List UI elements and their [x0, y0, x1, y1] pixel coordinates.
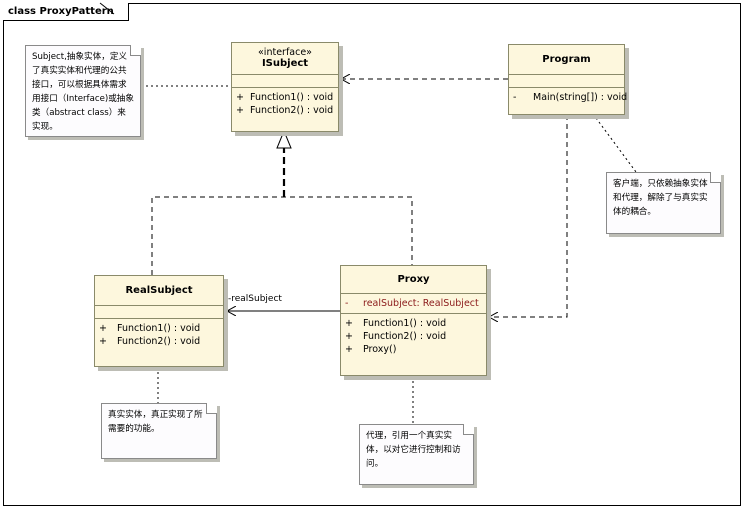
realization-branches — [151, 196, 413, 275]
note-realsubject[interactable]: 真实实体，真正实现了所需要的功能。 — [101, 403, 217, 459]
proxy-name: Proxy — [397, 274, 430, 285]
program-attributes — [509, 75, 624, 88]
program-operations: - Main(string[]) : void — [509, 88, 627, 107]
operation-text: Function2() : void — [117, 336, 201, 347]
operation-row: + Function2() : void — [99, 335, 219, 348]
note-isubject[interactable]: Subject,抽象实体，定义了真实实体和代理的公共接口，可以根据具体需求用接口… — [25, 45, 141, 137]
note-fold-icon — [130, 45, 141, 56]
dependency-program-proxy — [489, 115, 568, 317]
class-proxy[interactable]: Proxy - realSubject: RealSubject + Functio… — [340, 265, 487, 376]
operation-row: + Function2() : void — [345, 330, 482, 343]
realsubject-operations: + Function1() : void + Function2() : void — [95, 319, 223, 351]
operation-row: + Function2() : void — [236, 104, 334, 117]
isubject-stereotype: «interface» — [258, 47, 312, 58]
frame-title: class ProxyPattern — [3, 3, 129, 21]
visibility-marker: - — [513, 92, 517, 103]
visibility-marker: + — [236, 92, 244, 103]
note-isubject-text: Subject,抽象实体，定义了真实实体和代理的公共接口，可以根据具体需求用接口… — [32, 52, 134, 132]
attribute-row: - realSubject: RealSubject — [345, 297, 482, 310]
class-realsubject[interactable]: RealSubject + Function1() : void + Functio… — [94, 275, 224, 367]
visibility-marker: + — [345, 344, 353, 355]
operation-row: + Function1() : void — [236, 91, 334, 104]
class-program[interactable]: Program - Main(string[]) : void — [508, 44, 627, 115]
operation-row: + Function1() : void — [345, 317, 482, 330]
note-anchor-program — [595, 117, 637, 173]
visibility-marker: + — [345, 331, 353, 342]
program-name: Program — [542, 54, 591, 65]
note-fold-icon — [463, 424, 474, 435]
visibility-marker: - — [345, 298, 349, 309]
note-realsubject-text: 真实实体，真正实现了所需要的功能。 — [108, 410, 203, 434]
visibility-marker: + — [236, 105, 244, 116]
isubject-operations: + Function1() : void + Function2() : void — [232, 88, 338, 120]
note-program-text: 客户端，只依赖抽象实体和代理，解除了与真实实体的耦合。 — [613, 179, 708, 217]
association-role-label: -realSubject — [228, 294, 282, 304]
realsubject-name: RealSubject — [125, 285, 193, 296]
isubject-name: ISubject — [261, 58, 309, 69]
note-proxy[interactable]: 代理，引用一个真实实体，以对它进行控制和访问。 — [359, 424, 474, 485]
visibility-marker: + — [99, 336, 107, 347]
operation-text: Function1() : void — [250, 92, 334, 103]
operation-text: Function2() : void — [363, 331, 447, 342]
operation-text: Function2() : void — [250, 105, 334, 116]
realization-triangle — [276, 129, 292, 149]
operation-row: + Function1() : void — [99, 322, 219, 335]
operation-text: Proxy() — [363, 344, 397, 355]
operation-text: Main(string[]) : void — [533, 92, 628, 103]
visibility-marker: + — [345, 318, 353, 329]
note-program[interactable]: 客户端，只依赖抽象实体和代理，解除了与真实实体的耦合。 — [606, 172, 721, 234]
diagram-frame — [3, 3, 741, 506]
realsubject-attributes — [95, 306, 223, 319]
isubject-attributes — [232, 75, 338, 88]
operation-row: - Main(string[]) : void — [513, 91, 627, 104]
note-fold-icon — [710, 172, 721, 183]
operation-text: Function1() : void — [117, 323, 201, 334]
frame-tab-corner — [99, 2, 115, 15]
operation-row: + Proxy() — [345, 343, 482, 356]
operation-text: Function1() : void — [363, 318, 447, 329]
class-isubject[interactable]: «interface» ISubject + Function1() : void… — [231, 42, 339, 132]
note-proxy-text: 代理，引用一个真实实体，以对它进行控制和访问。 — [366, 431, 461, 469]
proxy-attributes: - realSubject: RealSubject — [341, 294, 486, 314]
proxy-operations: +Function1() : void +Function2() : void … — [341, 314, 486, 359]
note-fold-icon — [206, 403, 217, 414]
visibility-marker: + — [99, 323, 107, 334]
attribute-text: realSubject: RealSubject — [363, 298, 479, 309]
